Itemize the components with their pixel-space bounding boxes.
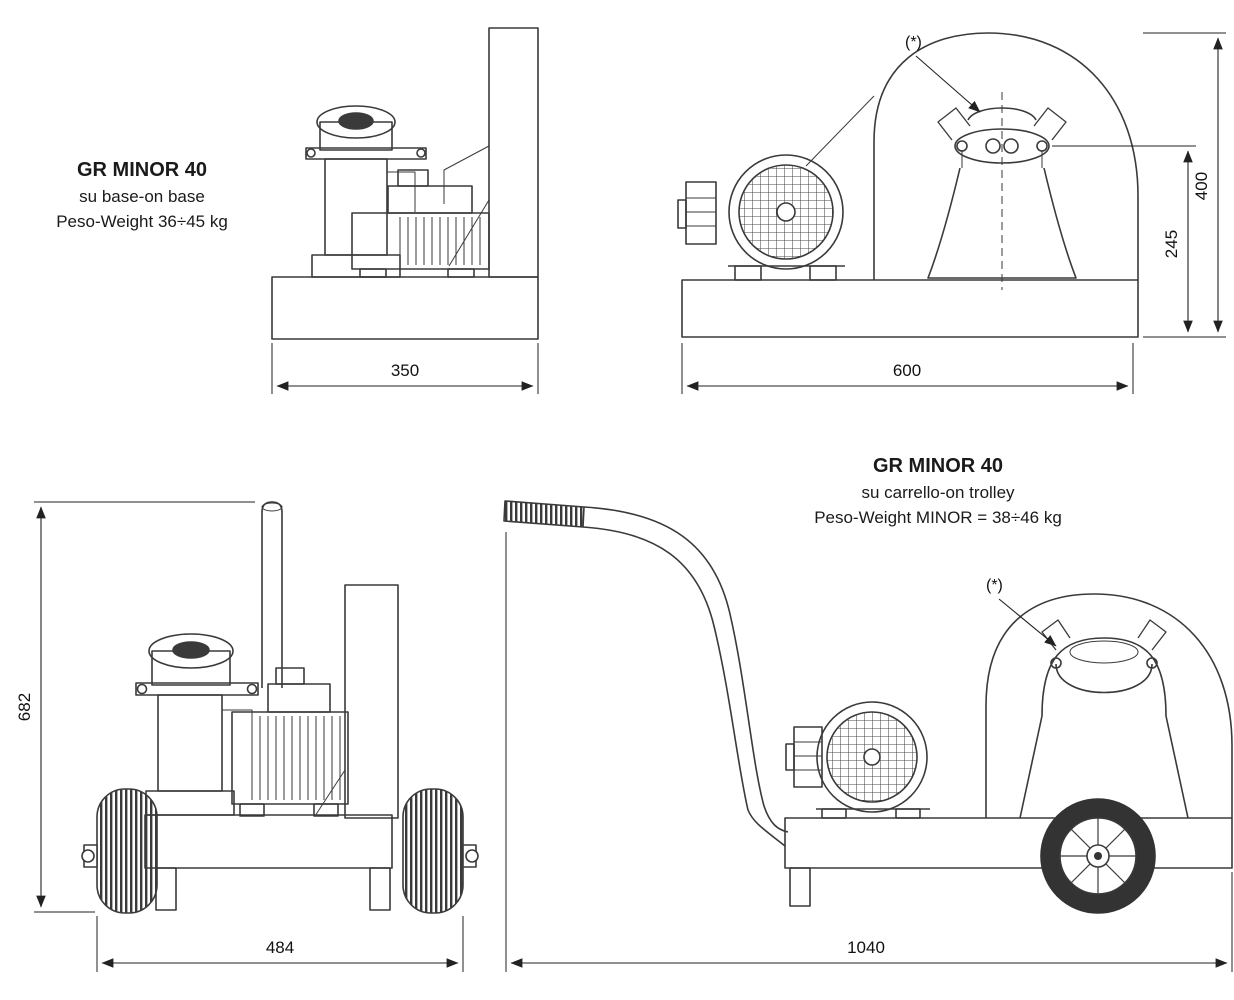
annotation-star: (*) bbox=[986, 577, 1057, 647]
trolley-subtitle: su carrello-on trolley bbox=[861, 483, 1015, 502]
motor bbox=[351, 169, 490, 278]
base-title-block: GR MINOR 40 su base-on base Peso-Weight … bbox=[20, 156, 264, 234]
pump-head bbox=[1019, 619, 1189, 819]
pump-head bbox=[305, 105, 427, 278]
motor bbox=[785, 701, 930, 819]
annotation-star-label: (*) bbox=[905, 34, 922, 51]
view-trolley-front: 682 484 bbox=[15, 501, 479, 972]
base-title: GR MINOR 40 bbox=[76, 159, 208, 181]
base-plate bbox=[271, 276, 539, 340]
base-plate bbox=[681, 279, 1139, 338]
dimension-1040: 1040 bbox=[505, 532, 1233, 972]
pump-head bbox=[135, 633, 259, 816]
dim-245-label: 245 bbox=[1162, 230, 1181, 258]
trolley-title-block: GR MINOR 40 su carrello-on trolley Peso-… bbox=[700, 452, 1176, 530]
base-plate bbox=[144, 814, 393, 911]
trolley-title: GR MINOR 40 bbox=[872, 455, 1004, 477]
fan-housing bbox=[314, 584, 399, 819]
dimension-400: 400 bbox=[1143, 32, 1226, 338]
view-base-front: (*) 600 400 245 bbox=[677, 32, 1226, 394]
dimension-682: 682 bbox=[15, 501, 255, 913]
base-plate bbox=[784, 817, 1233, 907]
fan-housing bbox=[443, 27, 539, 278]
base-weight: Peso-Weight 36÷45 kg bbox=[56, 211, 228, 231]
trolley-weight: Peso-Weight MINOR = 38÷46 kg bbox=[814, 507, 1062, 527]
dim-400-label: 400 bbox=[1192, 172, 1211, 200]
annotation-star: (*) bbox=[905, 34, 981, 113]
view-base-side: 350 bbox=[271, 27, 539, 394]
dim-350-label: 350 bbox=[391, 361, 419, 380]
dimension-245: 245 bbox=[1052, 145, 1196, 333]
motor bbox=[677, 154, 845, 281]
motor bbox=[231, 667, 349, 817]
dim-484-label: 484 bbox=[266, 938, 294, 957]
trolley-wheel bbox=[1040, 798, 1156, 914]
handle bbox=[503, 500, 789, 847]
pump-head bbox=[927, 92, 1077, 290]
right-wheel bbox=[402, 788, 479, 914]
dim-682-label: 682 bbox=[15, 693, 34, 721]
dimension-484: 484 bbox=[96, 916, 464, 972]
dim-600-label: 600 bbox=[893, 361, 921, 380]
dimension-350: 350 bbox=[271, 343, 539, 394]
dim-1040-label: 1040 bbox=[847, 938, 885, 957]
annotation-star-label: (*) bbox=[986, 577, 1003, 594]
left-wheel bbox=[81, 788, 158, 914]
fan-housing bbox=[985, 593, 1233, 818]
fan-housing bbox=[805, 32, 1139, 280]
base-subtitle: su base-on base bbox=[79, 187, 205, 206]
handle bbox=[261, 501, 283, 688]
view-trolley-side: (*) 1040 bbox=[503, 500, 1233, 972]
dimension-600: 600 bbox=[681, 343, 1134, 394]
